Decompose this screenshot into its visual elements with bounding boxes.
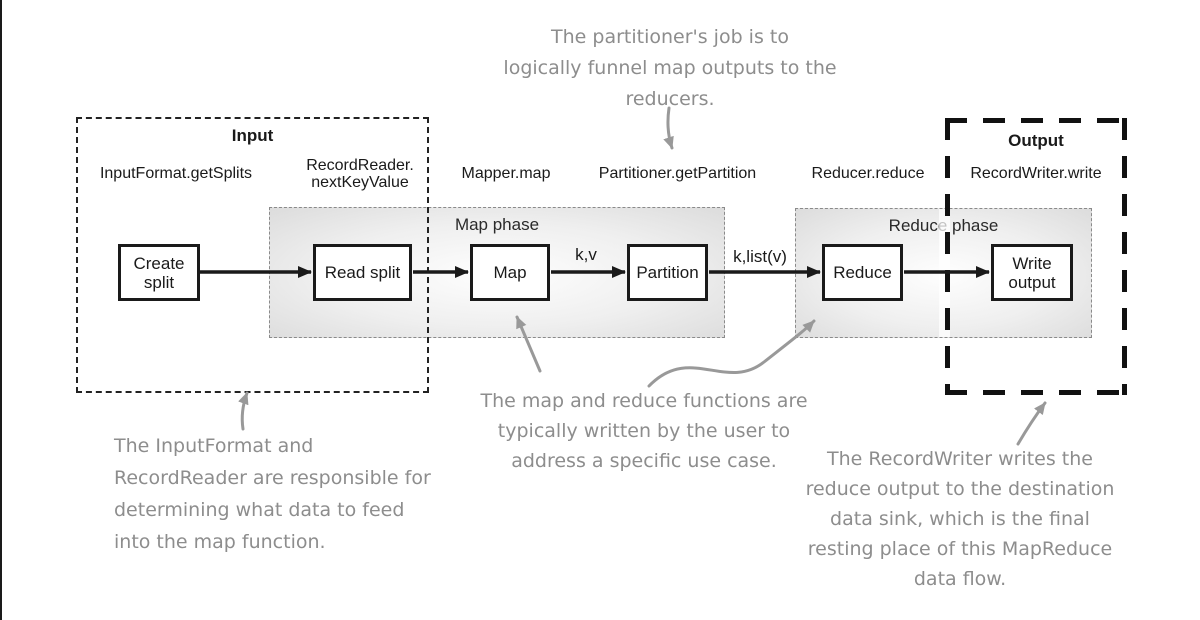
output-group-border-bottom <box>945 390 1127 395</box>
label-recordwriter-write: RecordWriter.write <box>970 165 1102 182</box>
page-left-border <box>0 0 2 620</box>
step-map: Map <box>470 244 550 301</box>
label-recordreader-nextkeyvalue: RecordReader. nextKeyValue <box>306 157 414 191</box>
step-create-split: Create split <box>118 244 200 301</box>
output-group-title: Output <box>1008 131 1064 150</box>
output-group-border-right <box>1122 118 1127 395</box>
step-reduce: Reduce <box>822 244 903 301</box>
step-partition: Partition <box>627 244 708 301</box>
annotation-user-code-note: The map and reduce functions are typical… <box>480 390 808 472</box>
map-phase-label: Map phase <box>454 215 540 234</box>
annotation-arrow-output <box>1016 401 1047 446</box>
annotation-input-note: The InputFormat and RecordReader are res… <box>114 435 431 553</box>
label-mapper-map: Mapper.map <box>461 165 551 182</box>
label-inputformat-getsplits: InputFormat.getSplits <box>99 165 253 182</box>
edge-label-klistv: k,list(v) <box>733 247 787 266</box>
annotation-arrow-input <box>238 391 249 431</box>
edge-label-kv: k,v <box>575 245 597 264</box>
annotation-record-writer-note: The RecordWriter writes the reduce outpu… <box>805 448 1115 590</box>
output-group-border-top <box>945 118 1127 123</box>
input-group-title: Input <box>231 126 274 145</box>
input-group-box <box>76 117 429 393</box>
output-group-border-left <box>945 118 950 395</box>
label-partitioner-getpartition: Partitioner.getPartition <box>598 165 757 182</box>
annotation-partitioner-note: The partitioner's job is to logically fu… <box>503 26 837 110</box>
label-reducer-reduce: Reducer.reduce <box>811 165 925 182</box>
step-write-output: Write output <box>991 244 1073 301</box>
step-read-split: Read split <box>313 244 412 301</box>
